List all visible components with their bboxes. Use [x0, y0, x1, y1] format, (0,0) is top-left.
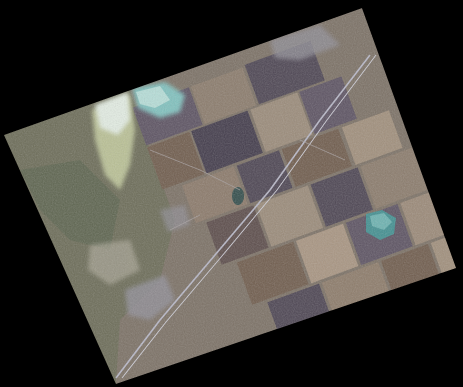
texture-grain: [4, 8, 456, 384]
